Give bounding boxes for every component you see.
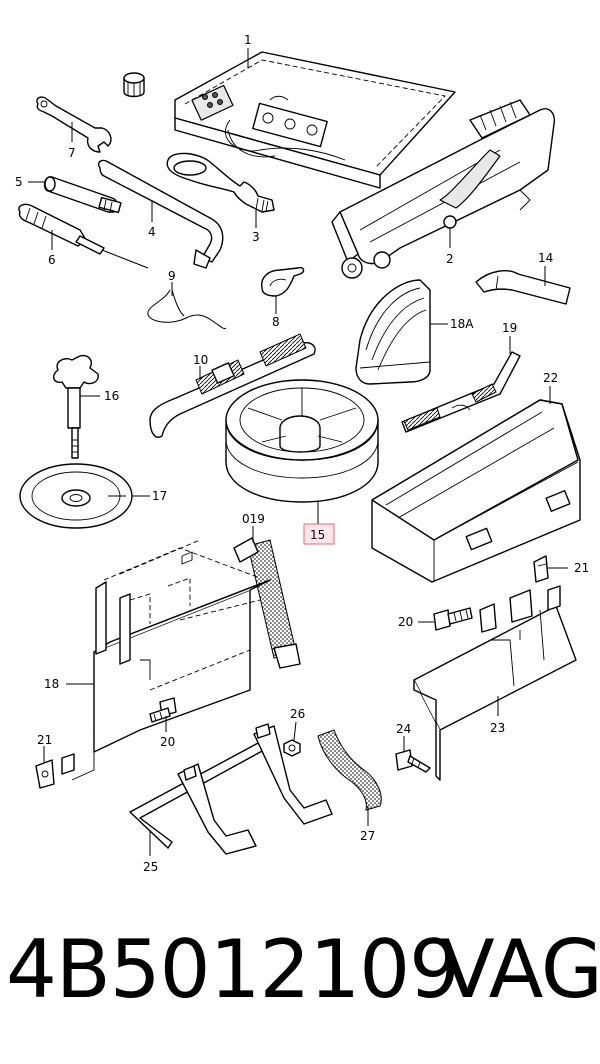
part-14-strap <box>475 270 571 305</box>
callout-15-highlight <box>303 523 335 545</box>
part-24-screw <box>395 749 431 773</box>
part-4-wheel-brace <box>98 159 224 269</box>
part-17-disc <box>19 463 133 529</box>
part-25-bracket <box>129 723 333 855</box>
part-18-bracket <box>71 539 271 781</box>
callout-17: 17 <box>152 489 167 503</box>
callout-20-left: 20 <box>160 735 175 749</box>
callout-8: 8 <box>272 315 280 329</box>
leader-26 <box>293 721 297 741</box>
part-10-strap <box>149 333 316 438</box>
callout-2: 2 <box>446 252 454 266</box>
callout-23: 23 <box>490 721 505 735</box>
part-18a-foam-insert <box>355 279 431 385</box>
callout-20-right: 20 <box>398 615 413 629</box>
part-21-clip-right <box>533 555 549 583</box>
part-15-foam-tray <box>225 379 379 503</box>
callout-21-left: 21 <box>37 733 52 747</box>
part-23-bracket <box>413 585 577 781</box>
part-16-wing-bolt <box>52 354 99 459</box>
callout-18: 18 <box>44 677 59 691</box>
part-7-wrench <box>36 96 112 153</box>
callout-4: 4 <box>148 225 156 239</box>
callout-19: 19 <box>502 321 517 335</box>
callout-1: 1 <box>244 33 252 47</box>
part-19-strap <box>401 351 521 433</box>
part-8-hook <box>261 266 305 297</box>
callout-3: 3 <box>252 230 260 244</box>
callout-27: 27 <box>360 829 375 843</box>
callout-24: 24 <box>396 722 411 736</box>
part-1-tool-bag <box>174 51 456 189</box>
callout-6: 6 <box>48 253 56 267</box>
part-20-bolt-left <box>149 697 177 723</box>
part-number: 4B5012109 <box>6 923 460 1016</box>
part-26-nut <box>283 739 301 757</box>
part-21-clip-left <box>35 753 75 789</box>
part-2-jack <box>331 99 555 279</box>
part-27-foam-strip <box>317 729 382 811</box>
callout-019: 019 <box>242 512 265 526</box>
part-3-towing-eye <box>166 152 275 213</box>
callout-5: 5 <box>15 175 23 189</box>
part-22-storage-box <box>371 399 581 583</box>
part-9-wire-clip <box>147 289 227 329</box>
part-5-bar <box>43 176 119 213</box>
callout-15: 15 <box>310 528 325 542</box>
footer: 4B5012109 VAG <box>0 915 600 1025</box>
callout-26: 26 <box>290 707 305 721</box>
part-6-screwdriver <box>18 203 149 269</box>
callout-21-right: 21 <box>574 561 589 575</box>
callout-14: 14 <box>538 251 553 265</box>
part-019-strap <box>233 537 301 669</box>
callout-25: 25 <box>143 860 158 874</box>
callout-18a: 18A <box>450 317 474 331</box>
part-cap-nut <box>123 72 145 98</box>
callout-9: 9 <box>168 269 176 283</box>
callout-16: 16 <box>104 389 119 403</box>
part-20-bolt-right <box>433 607 473 631</box>
callout-10: 10 <box>193 353 208 367</box>
callout-22: 22 <box>543 371 558 385</box>
callout-7: 7 <box>68 146 76 160</box>
brand-name: VAG <box>440 923 600 1016</box>
